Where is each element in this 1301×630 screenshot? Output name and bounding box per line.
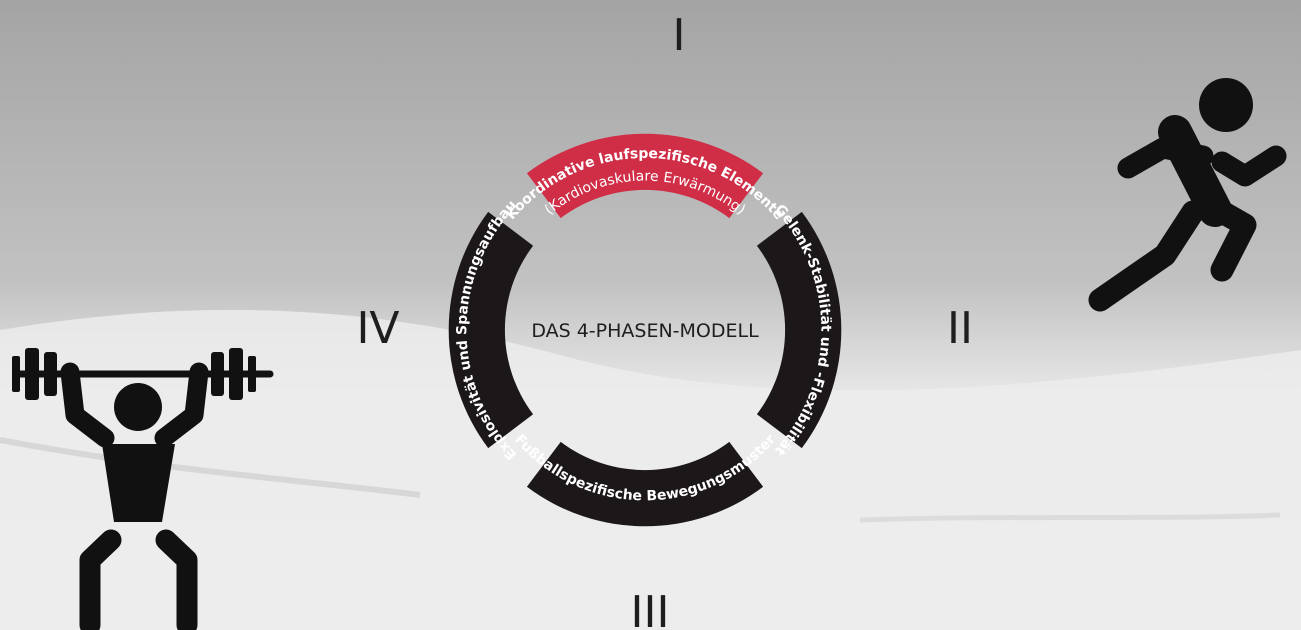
- background-texture-right: [859, 512, 1281, 523]
- background-slope: [0, 309, 1301, 630]
- phase-segment-4: [448, 211, 534, 449]
- phase-3-numeral: III: [631, 587, 670, 630]
- center-title: DAS 4-PHASEN-MODELL: [531, 320, 759, 342]
- background-texture: [0, 437, 421, 498]
- phase-segment-2: [756, 211, 842, 449]
- phase-4-numeral: IV: [356, 303, 399, 354]
- phase-2-numeral: II: [947, 303, 973, 354]
- phase-segment-3: [526, 441, 764, 527]
- weightlifter-icon: [12, 348, 274, 630]
- runner-icon: [1088, 78, 1287, 312]
- phase-1-numeral: I: [673, 10, 686, 61]
- phase-segment-1: [526, 133, 764, 219]
